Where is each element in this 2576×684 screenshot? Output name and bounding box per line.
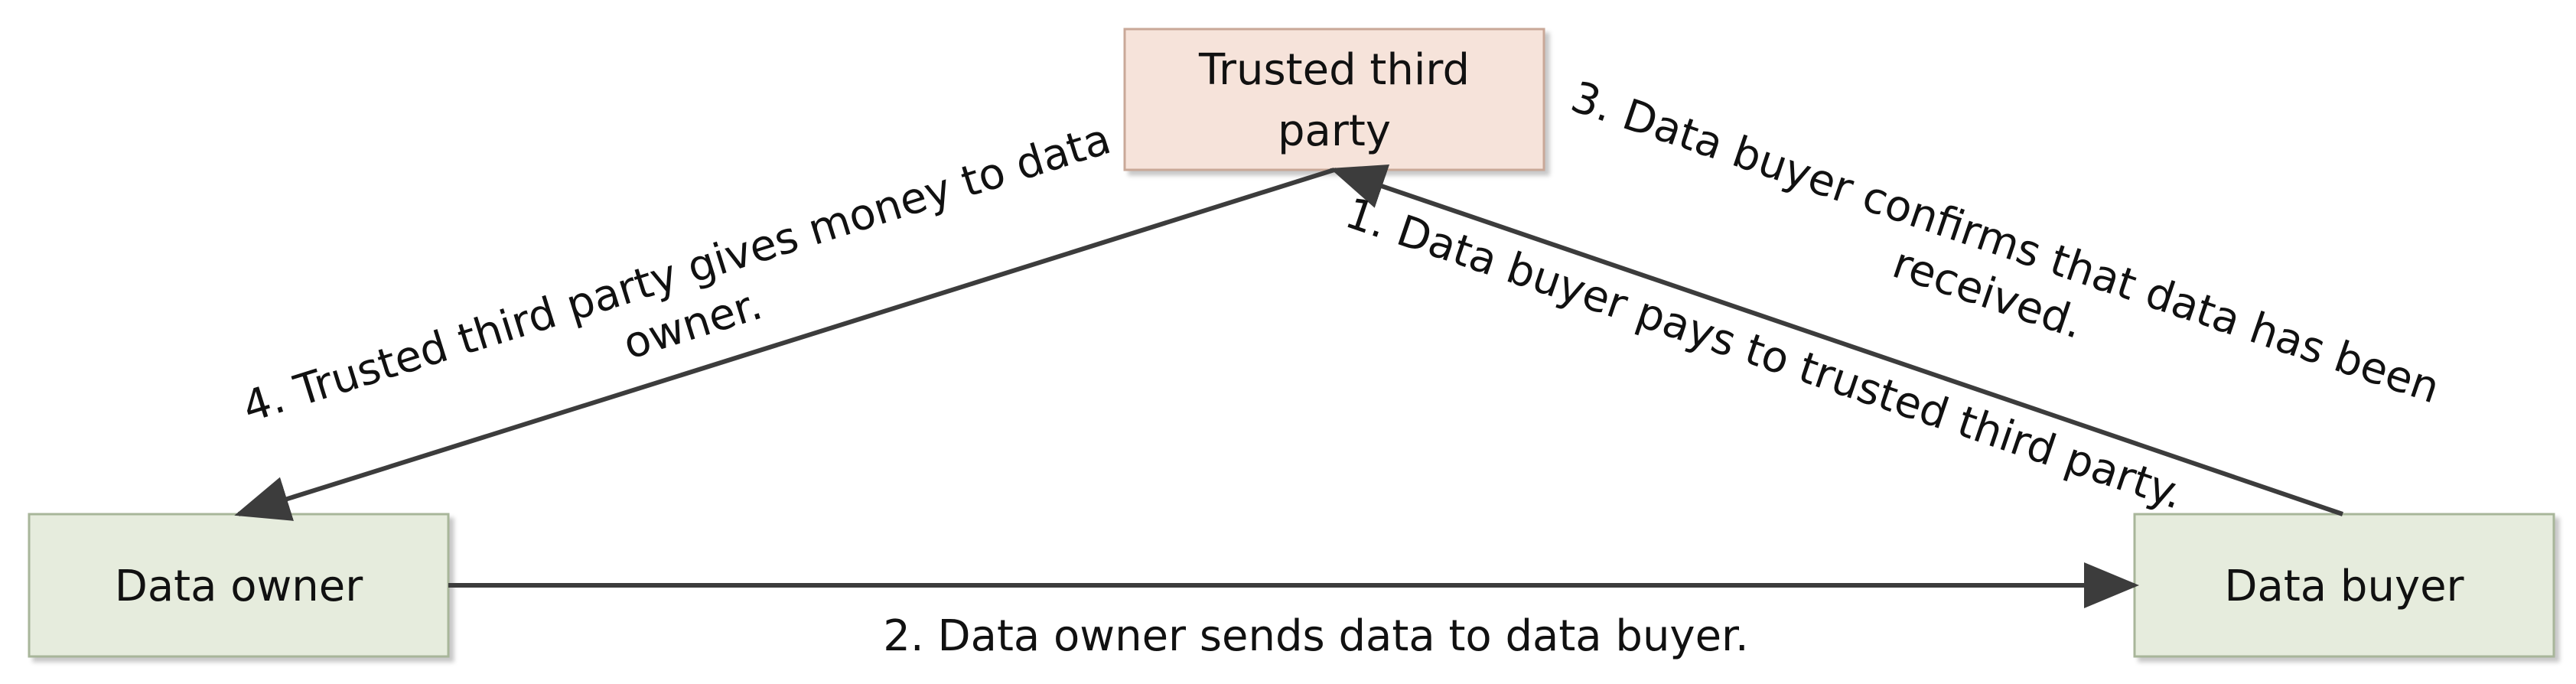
node-trusted-third-party-label-line1: Trusted third bbox=[1198, 45, 1470, 95]
edge-label-step3: 3. Data buyer confirms that data has bee… bbox=[1565, 72, 2445, 413]
node-trusted-third-party-box bbox=[1123, 28, 1545, 171]
edge-label-step2: 2. Data owner sends data to data buyer. bbox=[883, 611, 1748, 661]
node-data-buyer: Data buyer bbox=[2133, 513, 2555, 658]
node-data-owner-box bbox=[28, 513, 450, 658]
edge-label-step3-line1: 3. Data buyer confirms that data has bee… bbox=[1565, 72, 2445, 413]
arrow-third-party-to-owner bbox=[234, 168, 1335, 521]
node-data-owner-label: Data owner bbox=[115, 562, 364, 611]
node-trusted-third-party-label-line2: party bbox=[1278, 106, 1391, 156]
node-data-owner: Data owner bbox=[28, 513, 450, 658]
node-trusted-third-party: Trusted third party bbox=[1123, 28, 1545, 171]
arrow-buyer-to-third-party bbox=[1330, 164, 2343, 516]
node-data-buyer-box bbox=[2133, 513, 2555, 658]
node-data-buyer-label: Data buyer bbox=[2224, 562, 2464, 611]
edge-label-step4: 4. Trusted third party gives money to da… bbox=[237, 114, 1117, 432]
edge-label-step4-line1: 4. Trusted third party gives money to da… bbox=[237, 114, 1117, 432]
